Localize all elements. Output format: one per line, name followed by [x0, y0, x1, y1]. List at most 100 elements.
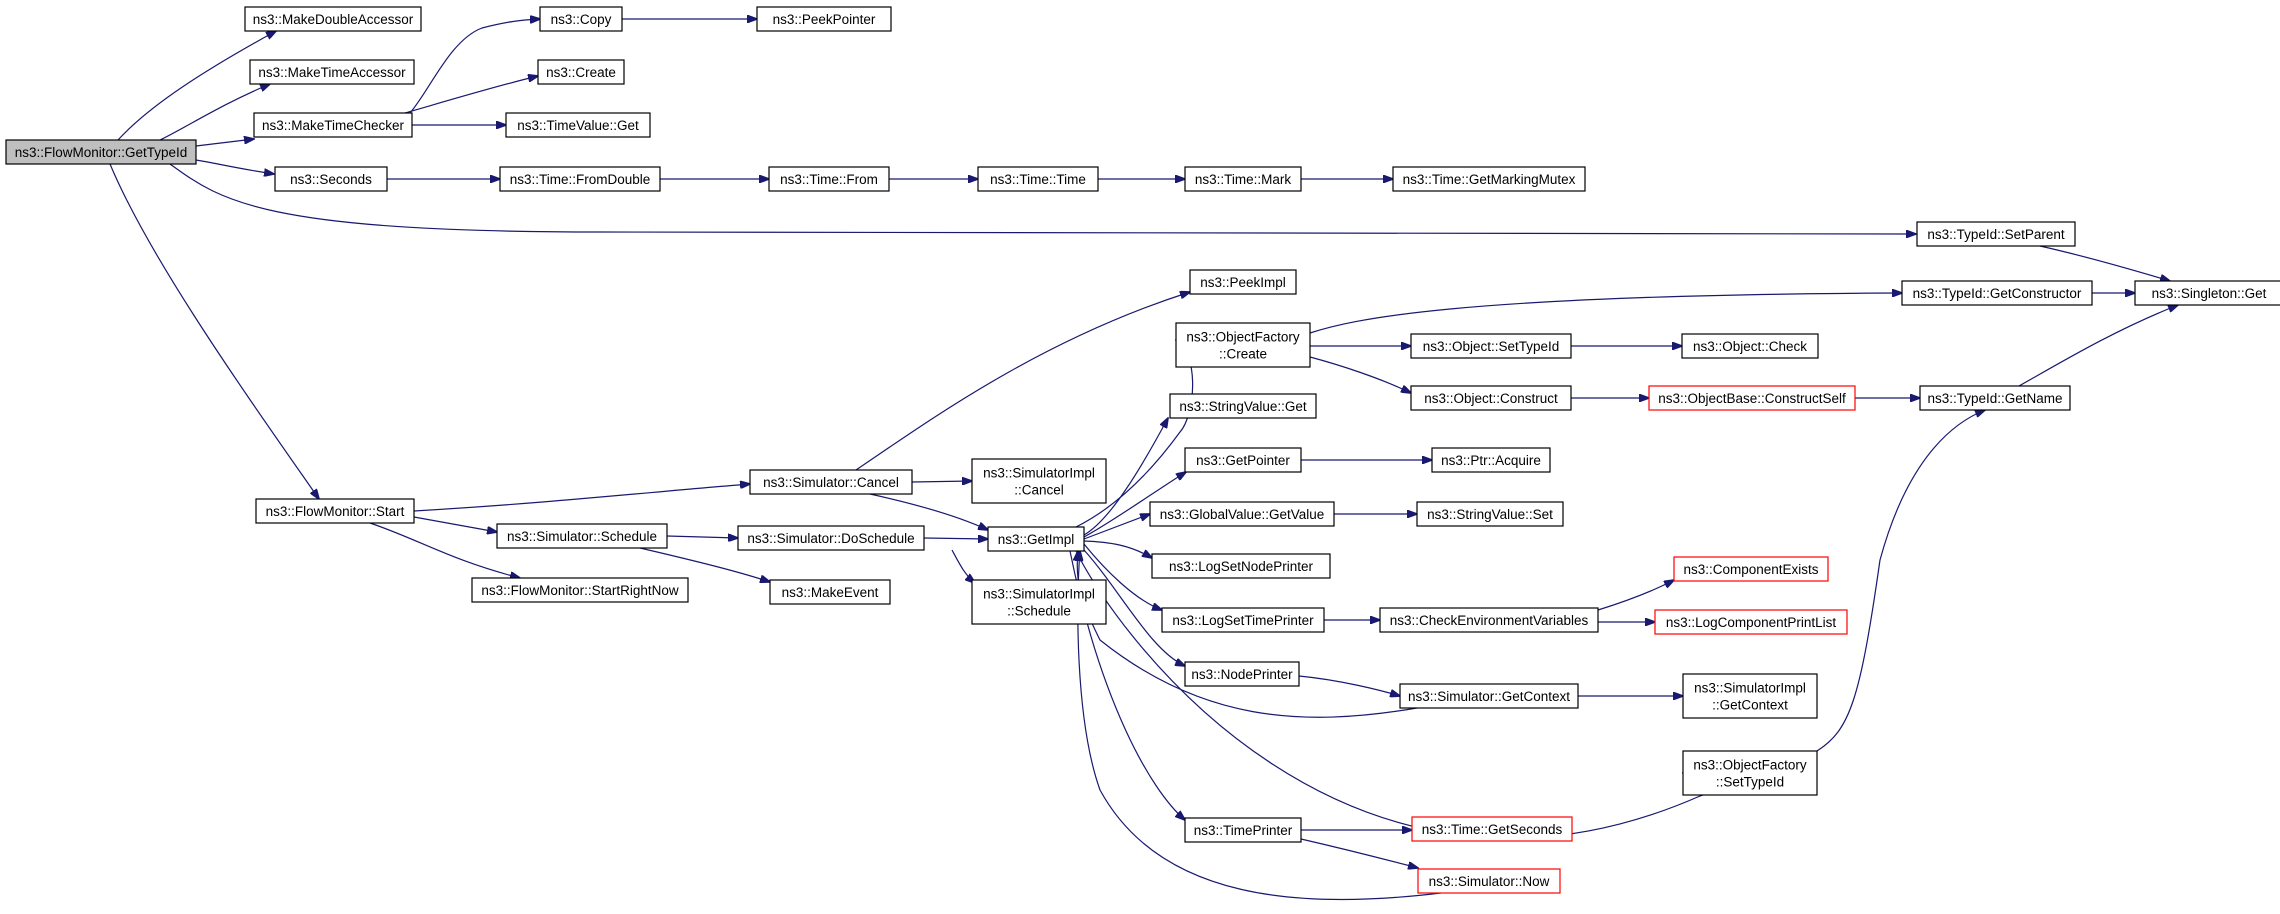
node-log-set-time-printer[interactable]: ns3::LogSetTimePrinter [1161, 607, 1325, 633]
node-time-get-marking-mutex[interactable]: ns3::Time::GetMarkingMutex [1392, 166, 1586, 192]
node-check-env-vars[interactable]: ns3::CheckEnvironmentVariables [1379, 607, 1599, 633]
call-edge [413, 484, 750, 512]
node-box [768, 166, 890, 192]
node-box [1379, 607, 1599, 633]
node-time-time[interactable]: ns3::Time::Time [977, 166, 1099, 192]
node-obj-factory-set-type-id[interactable]: ns3::ObjectFactory::SetTypeId [1682, 750, 1818, 796]
node-label: ns3::Object::Construct [1424, 391, 1558, 406]
node-object-check[interactable]: ns3::Object::Check [1681, 333, 1819, 359]
node-box [1184, 447, 1302, 473]
node-sim-get-context[interactable]: ns3::Simulator::GetContext [1399, 683, 1579, 709]
node-time-from[interactable]: ns3::Time::From [768, 166, 890, 192]
node-get-impl[interactable]: ns3::GetImpl [987, 526, 1085, 552]
node-get-type-id[interactable]: ns3::FlowMonitor::GetTypeId [5, 139, 197, 165]
node-box [1681, 333, 1819, 359]
node-get-pointer[interactable]: ns3::GetPointer [1184, 447, 1302, 473]
node-box [1901, 280, 2093, 306]
node-make-time-checker[interactable]: ns3::MakeTimeChecker [253, 112, 413, 138]
node-label: ns3::NodePrinter [1191, 667, 1293, 682]
node-box [749, 469, 913, 495]
node-box [1169, 393, 1317, 419]
node-box [274, 166, 388, 192]
node-peek-impl[interactable]: ns3::PeekImpl [1189, 269, 1297, 295]
node-label: ns3::GetImpl [998, 532, 1075, 547]
node-fm-start[interactable]: ns3::FlowMonitor::Start [255, 498, 415, 524]
node-time-mark[interactable]: ns3::Time::Mark [1184, 166, 1302, 192]
node-obj-factory-create[interactable]: ns3::ObjectFactory::Create [1175, 322, 1311, 368]
node-label: ns3::Singleton::Get [2152, 286, 2267, 301]
node-box [1431, 447, 1551, 473]
call-edge [1083, 540, 1152, 558]
node-sim-schedule[interactable]: ns3::Simulator::Schedule [496, 523, 668, 549]
node-ptr-acquire[interactable]: ns3::Ptr::Acquire [1431, 447, 1551, 473]
node-object-base-construct-self[interactable]: ns3::ObjectBase::ConstructSelf [1648, 385, 1856, 411]
node-node-printer[interactable]: ns3::NodePrinter [1184, 661, 1300, 687]
node-type-id-set-parent[interactable]: ns3::TypeId::SetParent [1916, 221, 2076, 247]
node-peek-pointer[interactable]: ns3::PeekPointer [756, 6, 892, 32]
node-object-set-type-id[interactable]: ns3::Object::SetTypeId [1410, 333, 1572, 359]
node-sim-impl-schedule[interactable]: ns3::SimulatorImpl::Schedule [971, 579, 1107, 625]
node-sim-now[interactable]: ns3::Simulator::Now [1417, 868, 1561, 894]
node-sim-impl-get-context[interactable]: ns3::SimulatorImpl::GetContext [1682, 673, 1818, 719]
node-singleton-get[interactable]: ns3::Singleton::Get [2134, 280, 2280, 306]
node-log-component-print-list[interactable]: ns3::LogComponentPrintList [1654, 609, 1848, 635]
node-label: ns3::GlobalValue::GetValue [1160, 507, 1325, 522]
call-edge [1078, 551, 1442, 901]
node-make-double-accessor[interactable]: ns3::MakeDoubleAccessor [244, 6, 422, 32]
nodes-layer: ns3::FlowMonitor::GetTypeId ns3::MakeDoub… [5, 6, 2280, 894]
node-time-get-seconds[interactable]: ns3::Time::GetSeconds [1411, 816, 1573, 842]
node-seconds[interactable]: ns3::Seconds [274, 166, 388, 192]
node-time-printer[interactable]: ns3::TimePrinter [1184, 817, 1302, 843]
node-label: ns3::Time::Time [990, 172, 1086, 187]
call-edge [109, 163, 319, 499]
node-label: ns3::TypeId::GetConstructor [1913, 286, 2082, 301]
node-label: ::Cancel [1014, 483, 1064, 498]
node-make-time-accessor[interactable]: ns3::MakeTimeAccessor [249, 59, 415, 85]
node-sim-impl-cancel[interactable]: ns3::SimulatorImpl::Cancel [971, 458, 1107, 504]
node-component-exists[interactable]: ns3::ComponentExists [1673, 556, 1829, 582]
node-fm-start-right-now[interactable]: ns3::FlowMonitor::StartRightNow [471, 577, 689, 603]
node-label: ns3::Time::FromDouble [510, 172, 651, 187]
node-label: ns3::CheckEnvironmentVariables [1390, 613, 1589, 628]
call-edge [911, 481, 972, 482]
node-label: ns3::SimulatorImpl [983, 587, 1095, 602]
node-make-event[interactable]: ns3::MakeEvent [769, 579, 891, 605]
call-edge [855, 292, 1190, 471]
node-label: ns3::MakeDoubleAccessor [253, 12, 414, 27]
node-sim-do-schedule[interactable]: ns3::Simulator::DoSchedule [737, 525, 925, 551]
node-label: ns3::GetPointer [1196, 453, 1290, 468]
call-edge [169, 163, 1916, 234]
node-label: ::Schedule [1007, 604, 1071, 619]
node-copy[interactable]: ns3::Copy [539, 6, 623, 32]
node-label: ns3::MakeEvent [782, 585, 879, 600]
call-edge [413, 516, 497, 532]
node-label: ns3::Time::Mark [1195, 172, 1292, 187]
node-box [471, 577, 689, 603]
node-label: ns3::TimeValue::Get [517, 118, 639, 133]
node-label: ns3::Ptr::Acquire [1441, 453, 1541, 468]
node-type-id-get-name[interactable]: ns3::TypeId::GetName [1919, 385, 2071, 411]
node-create[interactable]: ns3::Create [537, 59, 625, 85]
node-label: ns3::PeekImpl [1200, 275, 1286, 290]
node-type-id-get-constructor[interactable]: ns3::TypeId::GetConstructor [1901, 280, 2093, 306]
node-time-from-double[interactable]: ns3::Time::FromDouble [499, 166, 661, 192]
node-box [1184, 817, 1302, 843]
node-object-construct[interactable]: ns3::Object::Construct [1410, 385, 1572, 411]
node-box [756, 6, 892, 32]
node-global-value-get-value[interactable]: ns3::GlobalValue::GetValue [1149, 501, 1335, 527]
node-label: ns3::TypeId::SetParent [1927, 227, 2065, 242]
node-log-set-node-printer[interactable]: ns3::LogSetNodePrinter [1151, 553, 1331, 579]
node-label: ns3::Object::Check [1693, 339, 1807, 354]
node-label: ns3::ObjectFactory [1693, 758, 1807, 773]
node-label: ns3::ObjectFactory [1186, 330, 1300, 345]
call-edge [195, 139, 254, 147]
node-box [539, 6, 623, 32]
node-string-value-set[interactable]: ns3::StringValue::Set [1416, 501, 1564, 527]
node-label: ns3::Time::GetSeconds [1422, 822, 1563, 837]
node-string-value-get[interactable]: ns3::StringValue::Get [1169, 393, 1317, 419]
node-time-value-get[interactable]: ns3::TimeValue::Get [505, 112, 651, 138]
call-edge [639, 547, 770, 582]
node-box [537, 59, 625, 85]
call-edge [159, 84, 270, 141]
node-sim-cancel[interactable]: ns3::Simulator::Cancel [749, 469, 913, 495]
